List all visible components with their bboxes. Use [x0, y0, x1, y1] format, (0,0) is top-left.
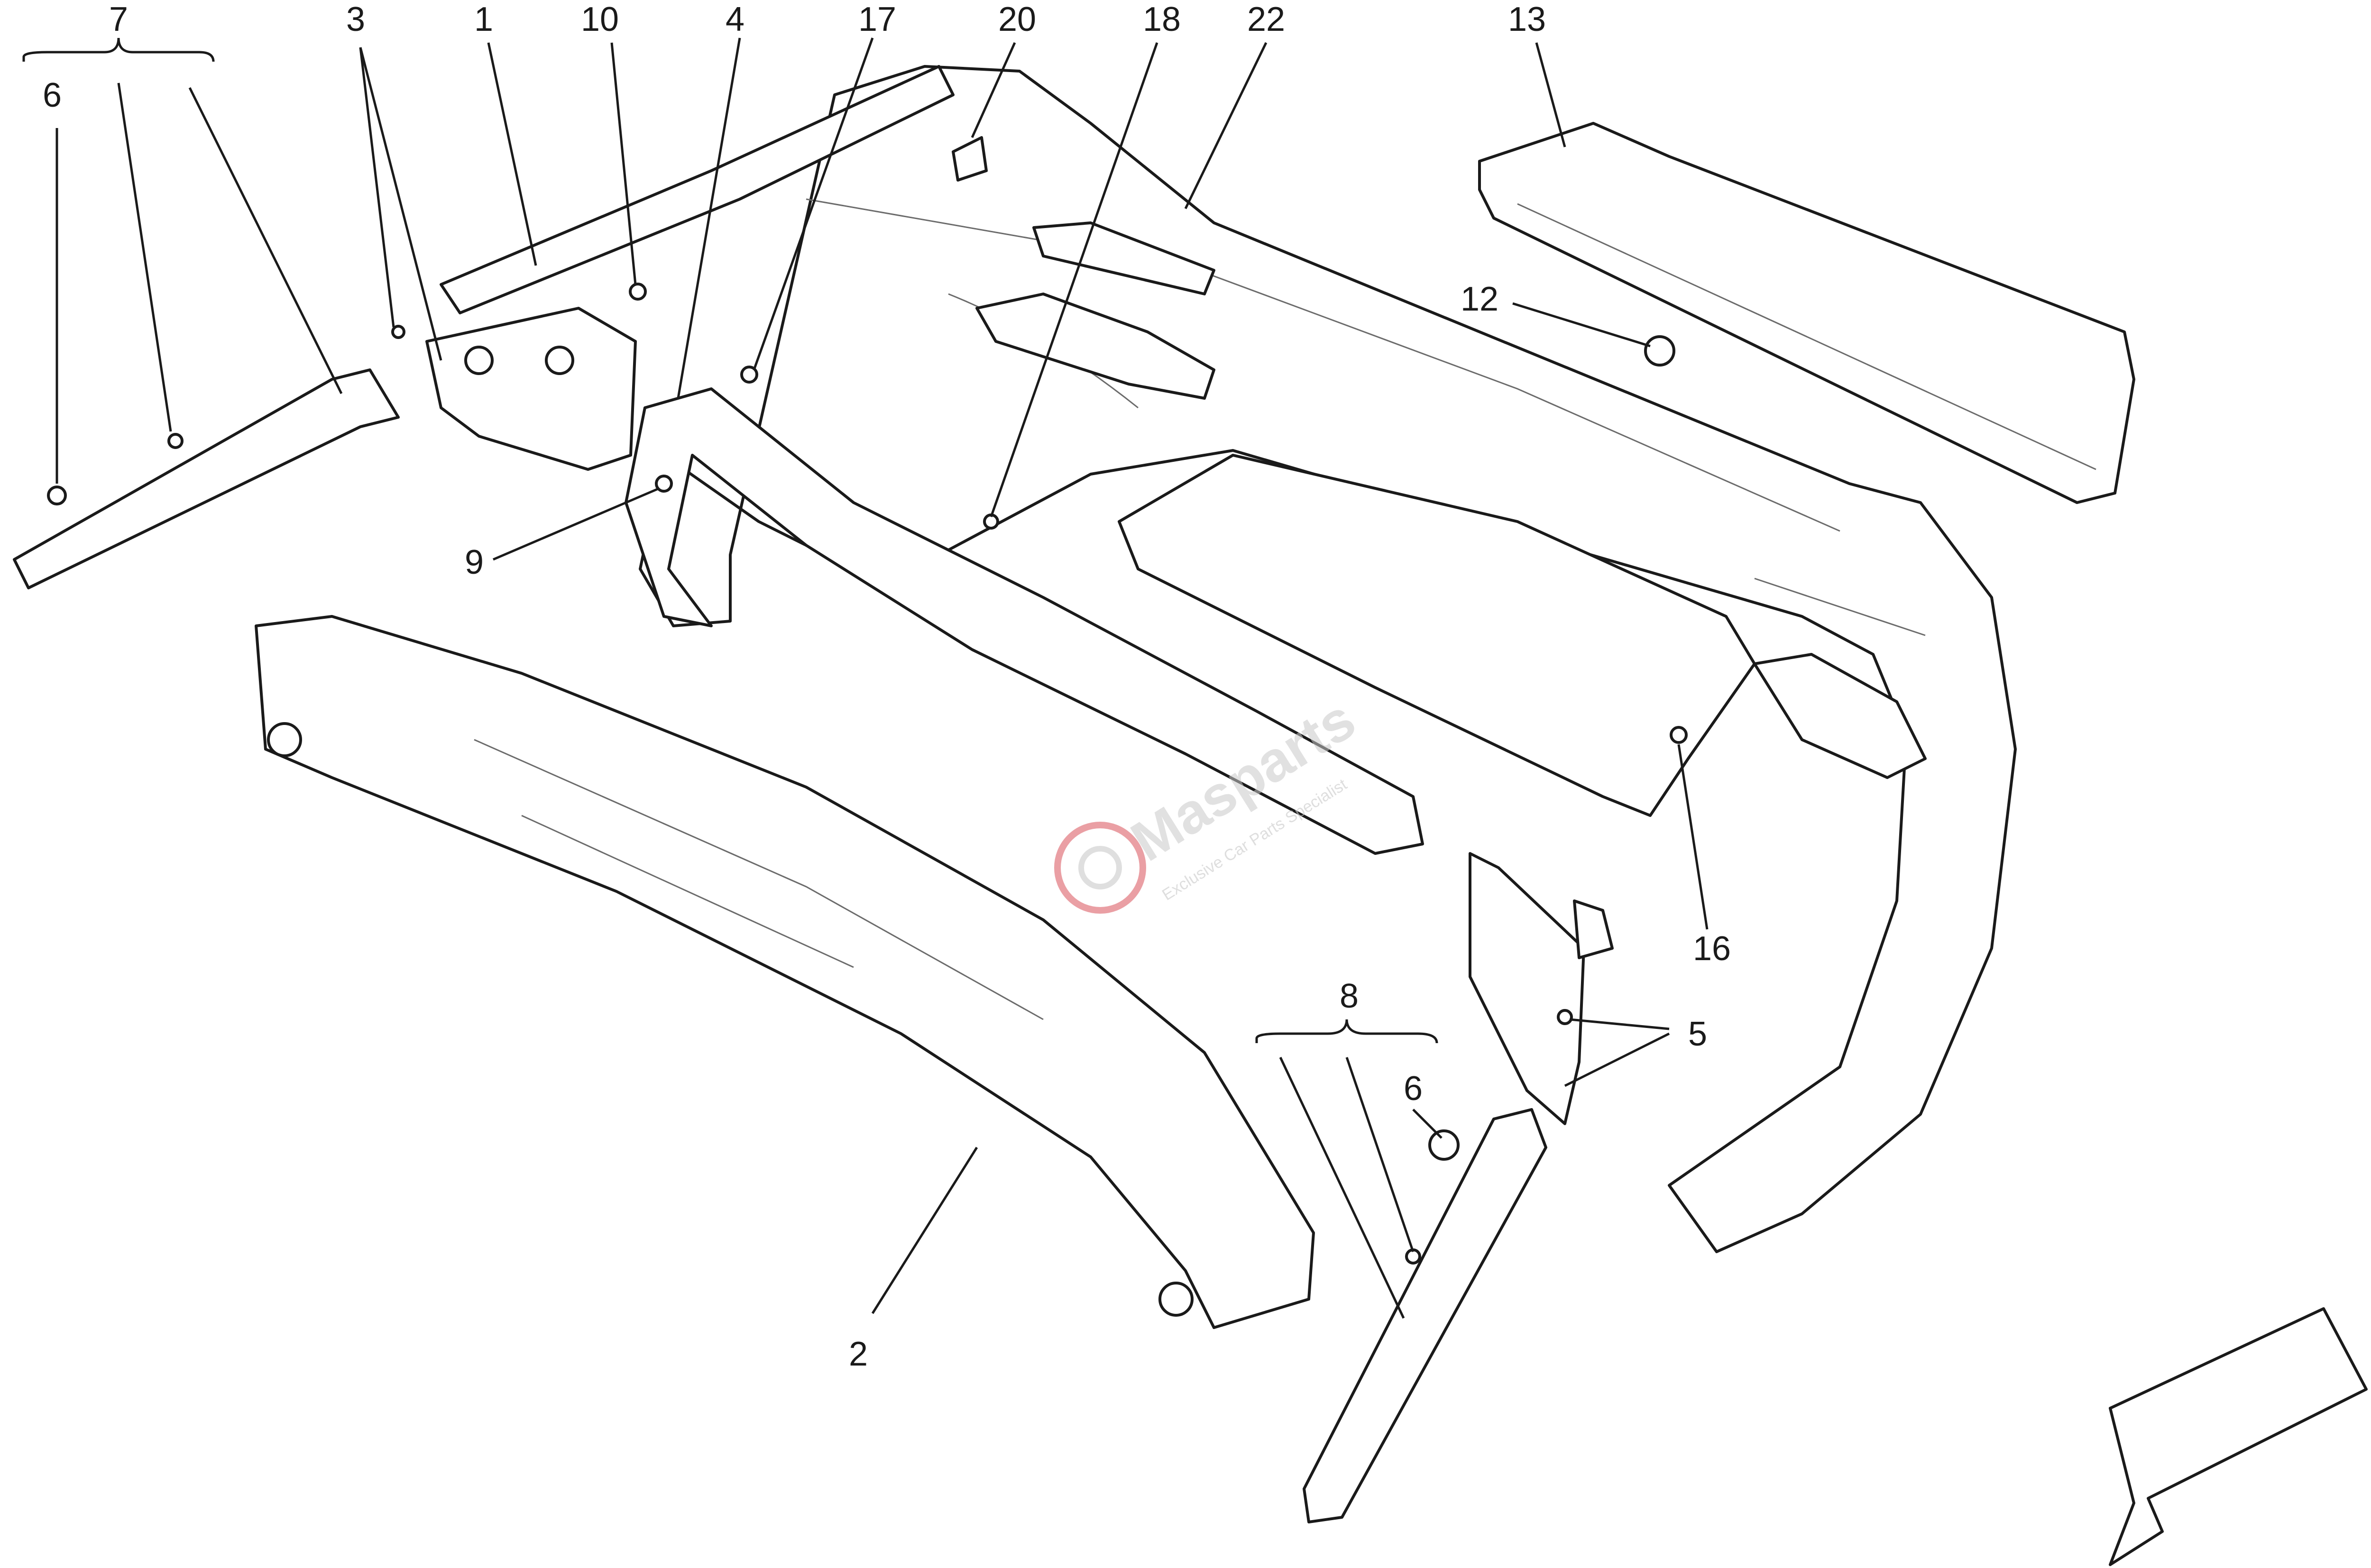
callout-13: 13 [1508, 0, 1546, 38]
leader-lines [22, 37, 1709, 1319]
part-7-fastener [167, 433, 184, 449]
callout-6-right: 6 [1404, 1070, 1423, 1108]
bumper-vent-lower [1753, 653, 1927, 779]
reflector-strip [1032, 221, 1215, 295]
leader-4 [677, 37, 741, 399]
part-8-right-guide [1303, 1108, 1547, 1523]
part-8-fastener [1405, 1248, 1421, 1265]
part-6-clip-left [47, 486, 67, 505]
leader-6b [1412, 1109, 1443, 1139]
part-20-label [952, 136, 988, 182]
leader-22 [1184, 42, 1268, 210]
leader-2 [871, 1146, 978, 1314]
callout-9: 9 [465, 543, 484, 581]
part-6-clip-right [1428, 1129, 1460, 1161]
part-12-nut [1644, 335, 1675, 367]
leader-12 [1512, 302, 1651, 348]
part-16-fastener [1670, 726, 1688, 744]
leader-7b [188, 87, 343, 394]
callout-3: 3 [346, 0, 365, 38]
leader-5b [1564, 1032, 1670, 1087]
callout-6-left: 6 [43, 76, 62, 114]
bracket-7 [22, 37, 215, 62]
part-3-side-bracket [425, 307, 637, 471]
part-5-right-bracket [1469, 852, 1585, 1125]
part-1-upper-rail [440, 65, 955, 314]
callout-17: 17 [858, 0, 896, 38]
callout-1: 1 [474, 0, 493, 38]
part-5-fastener [1557, 1009, 1573, 1025]
leader-16 [1677, 744, 1709, 930]
leader-10 [610, 42, 637, 285]
bracket-hole [545, 346, 574, 375]
callout-8: 8 [1340, 977, 1359, 1015]
callouts: 7 6 3 1 10 4 17 20 18 22 13 12 9 16 5 8 … [43, 0, 1731, 1373]
callout-2: 2 [849, 1335, 868, 1373]
leader-3a [359, 47, 395, 328]
part-4-support-member [625, 387, 1424, 855]
callout-18: 18 [1143, 0, 1181, 38]
callout-22: 22 [1247, 0, 1285, 38]
leader-7a [117, 83, 172, 432]
leader-13 [1535, 42, 1566, 147]
under-tray-panel [1118, 454, 1756, 817]
callout-7: 7 [109, 0, 128, 38]
callout-12: 12 [1461, 280, 1498, 318]
part-18-fastener [983, 513, 999, 530]
direction-arrow [2109, 1307, 2368, 1566]
part-10-fastener [629, 283, 647, 301]
part-13-diffuser-insert [1478, 122, 2135, 504]
absorber-pin [267, 722, 302, 757]
bumper-vent-upper [975, 293, 1215, 400]
leader-8a [1345, 1057, 1415, 1252]
part-5-tab [1573, 899, 1614, 959]
callout-20: 20 [998, 0, 1036, 38]
leader-18 [990, 42, 1158, 517]
part-7-left-guide [13, 368, 400, 589]
watermark-logo-icon [1054, 822, 1146, 914]
callout-10: 10 [581, 0, 619, 38]
part-2-energy-absorber [255, 615, 1315, 1329]
leader-8b [1279, 1056, 1405, 1319]
part-17-fastener [740, 366, 758, 384]
callout-16: 16 [1693, 930, 1731, 968]
callout-5: 5 [1688, 1015, 1707, 1053]
leader-3b [359, 47, 442, 361]
leader-17 [753, 37, 874, 370]
part-9-fastener [655, 475, 673, 493]
leader-20 [971, 42, 1016, 138]
leader-9 [493, 487, 660, 561]
leader-1 [487, 42, 537, 266]
bracket-8 [1255, 1019, 1438, 1044]
absorber-pin [1158, 1282, 1194, 1317]
callout-4: 4 [726, 0, 744, 38]
bracket-hole [464, 346, 494, 375]
part-3-fastener [391, 325, 405, 339]
leader-5a [1569, 1018, 1670, 1030]
